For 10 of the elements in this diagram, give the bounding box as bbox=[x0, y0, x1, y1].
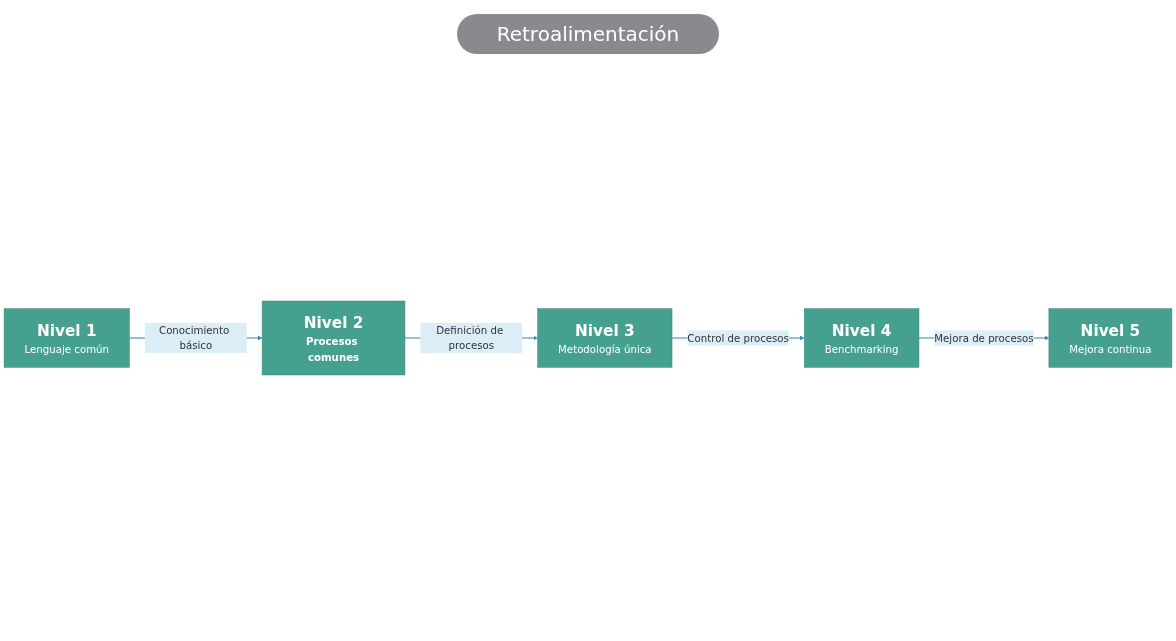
edge-label: Definición de procesos bbox=[436, 324, 504, 352]
edge-label: Mejora de procesos bbox=[934, 331, 1034, 345]
edge-label: Conocimiento básico bbox=[159, 324, 230, 352]
node-box: Nivel 1 Lenguaje común bbox=[3, 308, 130, 368]
node-box: Nivel 5 Mejora continua bbox=[1048, 308, 1173, 368]
node-box: Nivel 3 Metodología única bbox=[537, 308, 673, 368]
node-box: Nivel 2 Procesos comunes bbox=[261, 300, 406, 376]
node-box: Nivel 4 Benchmarking bbox=[804, 308, 920, 368]
feedback-cycle-label: Retroalimentación bbox=[456, 14, 720, 54]
edge-label: Control de procesos bbox=[687, 331, 789, 345]
